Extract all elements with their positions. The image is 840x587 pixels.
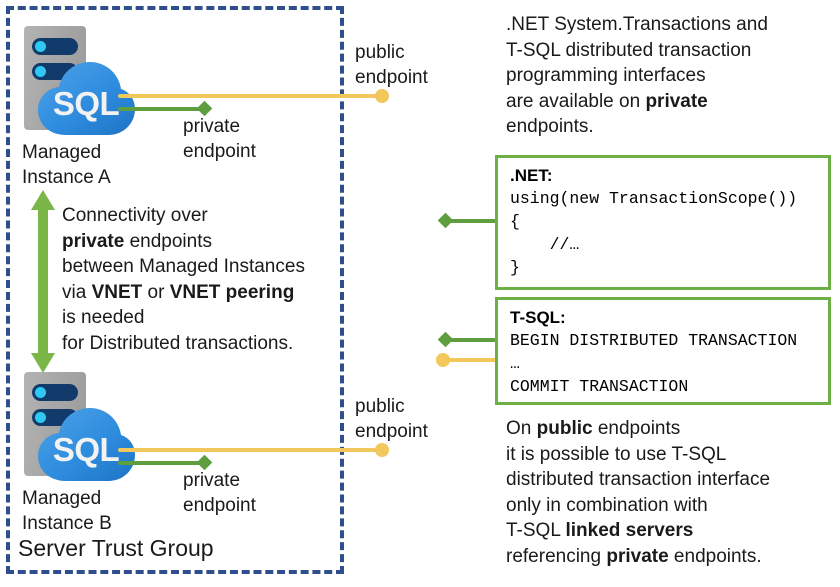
intro-line1: .NET System.Transactions and bbox=[506, 14, 768, 35]
public-endpoint-marker-b bbox=[375, 443, 389, 457]
private-to-dotnet-marker bbox=[437, 212, 454, 229]
conn-note-vnet-bold: VNET bbox=[91, 281, 143, 303]
conn-note-vnet-peering-bold: VNET peering bbox=[169, 281, 295, 303]
private-endpoint-line-b bbox=[118, 461, 208, 465]
conn-note-private-bold: private bbox=[62, 230, 125, 252]
dotnet-code-box: .NET: using(new TransactionScope()) { //… bbox=[495, 155, 831, 290]
intro-line2: T-SQL distributed transaction bbox=[506, 39, 752, 61]
cloud-label: SQL bbox=[52, 85, 120, 122]
outro-public-bold: public bbox=[536, 418, 593, 439]
private-to-tsql-marker bbox=[437, 331, 454, 348]
intro-line5: endpoints. bbox=[506, 116, 594, 137]
rack-bar-icon bbox=[32, 384, 78, 401]
outro-line6-pre: referencing bbox=[506, 545, 607, 567]
private-endpoint-label-b: private endpoint bbox=[183, 470, 256, 516]
connectivity-note: Connectivity over private endpoints betw… bbox=[62, 203, 347, 356]
outro-line4: only in combination with bbox=[506, 494, 708, 516]
outro-line6-post: endpoints. bbox=[668, 545, 762, 567]
dotnet-code-title: .NET: bbox=[510, 166, 553, 185]
outro-paragraph: On public endpoints it is possible to us… bbox=[506, 416, 840, 569]
outro-line3: distributed transaction interface bbox=[506, 469, 771, 490]
server-trust-group-label: Server Trust Group bbox=[18, 535, 214, 561]
conn-note-line2: endpoints bbox=[124, 230, 212, 252]
managed-instance-b-caption: Managed Instance B bbox=[22, 488, 112, 534]
conn-note-line3: between Managed Instances bbox=[62, 256, 305, 277]
cloud-icon: SQL bbox=[36, 405, 136, 483]
tsql-code-title: T-SQL: bbox=[510, 308, 566, 327]
rack-led-icon bbox=[35, 387, 46, 398]
cloud-label: SQL bbox=[52, 431, 120, 468]
outro-line1-pre: On bbox=[506, 418, 537, 439]
outro-private-bold: private bbox=[606, 545, 669, 567]
outro-line5-pre: T-SQL bbox=[506, 520, 566, 541]
tsql-code-body: BEGIN DISTRIBUTED TRANSACTION … COMMIT T… bbox=[510, 331, 798, 396]
rack-led-icon bbox=[35, 41, 46, 52]
managed-instance-b-icon: SQL bbox=[18, 372, 143, 487]
public-endpoint-line-a bbox=[118, 94, 383, 98]
outro-line1-post: endpoints bbox=[592, 418, 681, 439]
outro-line2: it is possible to use T-SQL bbox=[506, 443, 727, 465]
conn-note-line1: Connectivity over bbox=[62, 205, 208, 226]
intro-line4-pre: are available on bbox=[506, 90, 646, 112]
intro-private-bold: private bbox=[645, 90, 708, 112]
private-endpoint-line-a bbox=[118, 107, 208, 111]
conn-note-line4-pre: via bbox=[62, 281, 92, 303]
tsql-code-box: T-SQL: BEGIN DISTRIBUTED TRANSACTION … C… bbox=[495, 297, 831, 405]
intro-line3: programming interfaces bbox=[506, 65, 706, 86]
conn-note-line5: is needed bbox=[62, 307, 145, 328]
intro-paragraph: .NET System.Transactions and T-SQL distr… bbox=[506, 12, 840, 140]
server-trust-group-box bbox=[6, 6, 344, 574]
managed-instance-a-icon: SQL bbox=[18, 26, 143, 141]
conn-note-line6: for Distributed transactions. bbox=[62, 332, 294, 354]
private-to-tsql-connector bbox=[447, 338, 499, 342]
public-to-tsql-connector bbox=[447, 358, 499, 362]
public-endpoint-label-b: public endpoint bbox=[355, 396, 428, 442]
public-endpoint-line-b bbox=[118, 448, 383, 452]
private-to-dotnet-connector bbox=[447, 219, 499, 223]
rack-bar-icon bbox=[32, 38, 78, 55]
rack-led-icon bbox=[35, 412, 46, 423]
dotnet-code-body: using(new TransactionScope()) { //… } bbox=[510, 189, 798, 277]
connectivity-double-arrow-icon bbox=[30, 190, 56, 373]
public-endpoint-label-a: public endpoint bbox=[355, 42, 428, 88]
cloud-icon: SQL bbox=[36, 59, 136, 137]
outro-linked-servers-bold: linked servers bbox=[565, 520, 694, 541]
conn-note-line4-mid: or bbox=[142, 281, 170, 303]
private-endpoint-label-a: private endpoint bbox=[183, 116, 256, 162]
managed-instance-a-caption: Managed Instance A bbox=[22, 142, 111, 188]
public-endpoint-marker-a bbox=[375, 89, 389, 103]
public-to-tsql-marker bbox=[436, 353, 450, 367]
rack-led-icon bbox=[35, 66, 46, 77]
